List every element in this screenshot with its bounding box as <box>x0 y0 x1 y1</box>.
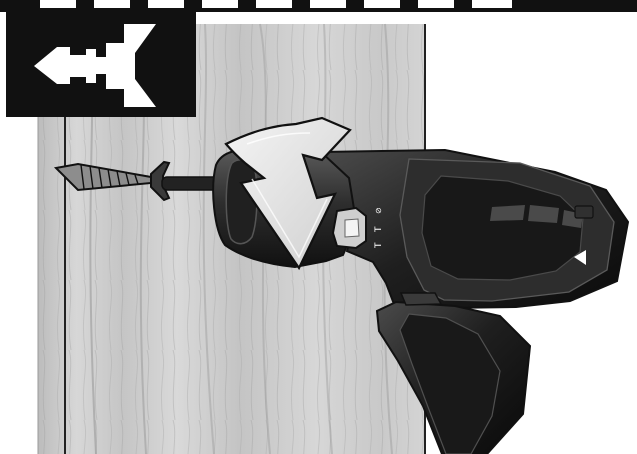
mode-mark-1: ⊘ <box>374 207 383 214</box>
screw-anchor-icon <box>6 12 196 117</box>
mode-mark-2: T <box>374 226 384 233</box>
mode-mark-3: T <box>374 242 384 249</box>
top-rule-segments <box>40 0 512 8</box>
